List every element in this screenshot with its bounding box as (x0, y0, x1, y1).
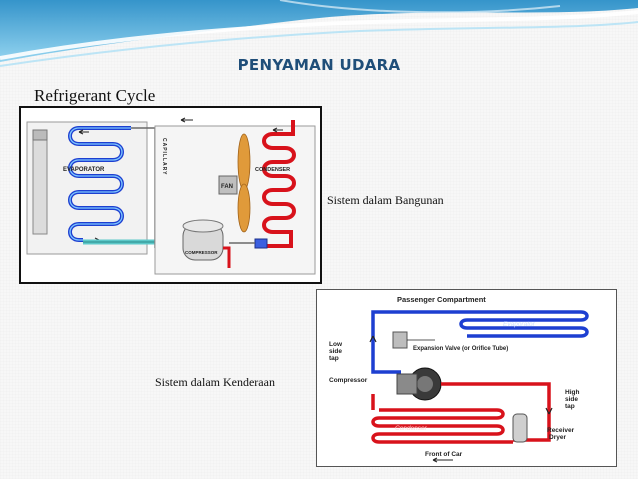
condensing-unit-box (154, 125, 316, 275)
capillary-label: CAPILLARY (161, 138, 167, 175)
filter-drier-icon (254, 238, 268, 249)
front-of-car-label: Front of Car (425, 451, 463, 458)
svg-text:side: side (329, 348, 342, 355)
evaporator-label: EVAPORATOR (63, 167, 105, 173)
expansion-valve-label: Expansion Valve (or Orifice Tube) (413, 346, 508, 352)
condenser-label: CONDENSER (255, 167, 290, 173)
flow-arrow-icon (272, 127, 283, 133)
evaporator-fan-column (32, 137, 48, 235)
low-side-tap-label: Low (329, 341, 343, 348)
condenser-coil (257, 132, 296, 248)
flow-arrow-icon (369, 335, 377, 343)
compressor-label: COMPRESSOR (185, 250, 218, 255)
svg-text:side: side (565, 396, 578, 403)
building-cycle-diagram: EVAPORATOR CAPILLARY FAN CONDENSER COMPR… (19, 106, 322, 284)
receiver-dryer-icon (512, 413, 528, 443)
compressor-label: Compressor (329, 377, 368, 384)
expansion-valve-icon (392, 331, 408, 349)
building-cycle-svg: EVAPORATOR CAPILLARY FAN CONDENSER COMPR… (26, 117, 316, 275)
header-wave-decoration (0, 0, 638, 67)
evaporator-label: Evaporator (503, 321, 536, 328)
vehicle-cycle-diagram: Passenger Compartment Evaporator Low sid… (316, 289, 617, 467)
condenser-coil (371, 408, 513, 444)
condenser-label: Condenser (395, 425, 428, 432)
vehicle-caption: Sistem dalam Kenderaan (155, 375, 275, 389)
fan-label: FAN (221, 184, 233, 190)
flow-arrow-icon (78, 129, 89, 135)
fan-blade-icon (237, 133, 251, 191)
building-caption: Sistem dalam Bangunan (327, 193, 444, 207)
vehicle-cycle-svg: Passenger Compartment Evaporator Low sid… (317, 290, 616, 466)
low-side-line (371, 310, 401, 374)
flow-arrow-icon (180, 117, 193, 123)
high-side-tap-label: High (565, 389, 579, 396)
evaporator-coil (387, 310, 589, 338)
svg-text:tap: tap (565, 403, 575, 410)
flow-arrow-icon (545, 407, 553, 415)
discharge-line (223, 246, 231, 268)
passenger-compartment-label: Passenger Compartment (397, 295, 486, 304)
slide-title: PENYAMAN UDARA (237, 56, 401, 74)
fan-motor-icon (218, 175, 238, 195)
receiver-dryer-label: Receiver (547, 427, 575, 434)
svg-text:tap: tap (329, 355, 339, 362)
flow-arrow-icon (432, 457, 453, 463)
svg-text:Dryer: Dryer (549, 434, 566, 441)
slide-subtitle: Refrigerant Cycle (34, 86, 156, 105)
high-side-line (441, 382, 551, 442)
